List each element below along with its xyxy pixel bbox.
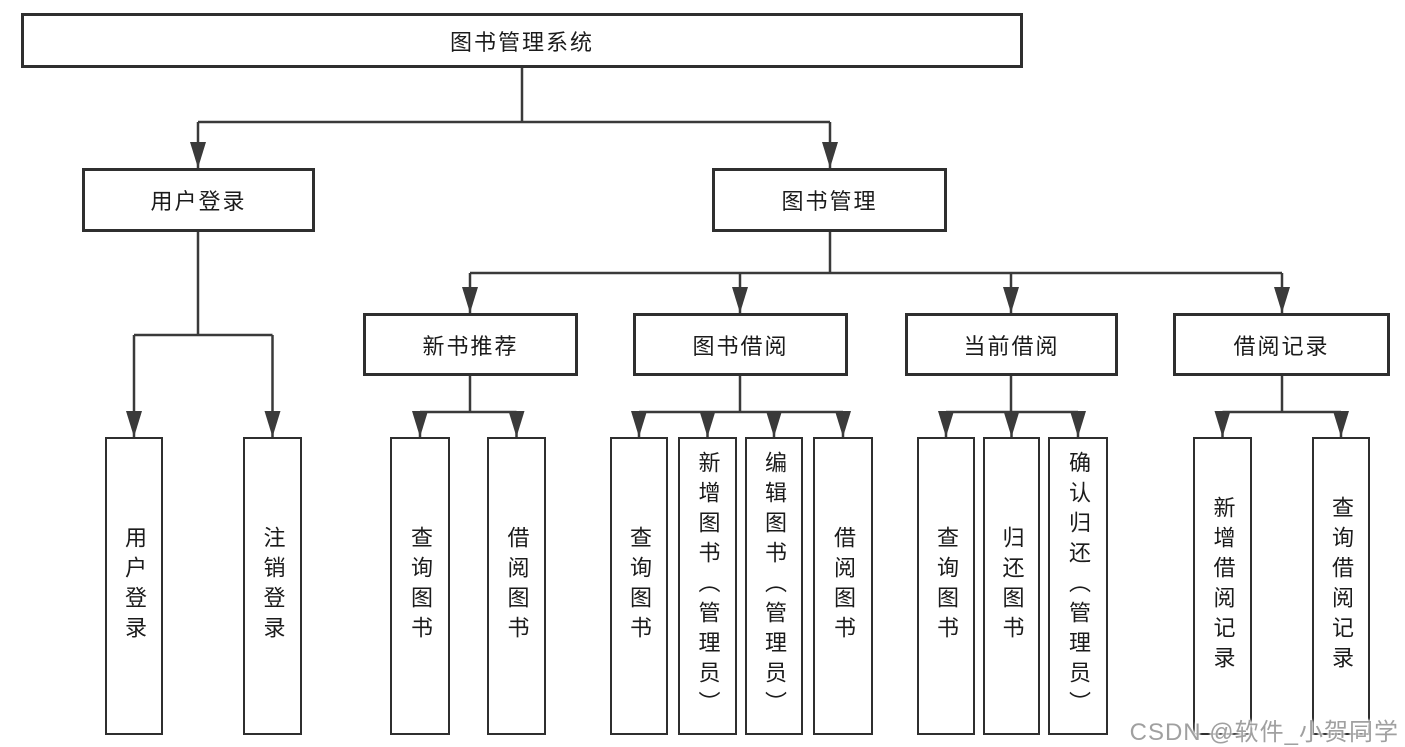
leaf-edit-book-admin: 编辑图书（管理员） xyxy=(745,437,803,735)
node-label: 图书管理系统 xyxy=(449,29,594,55)
leaf-borrow-books-2: 借阅图书 xyxy=(813,437,873,735)
node-label: 借阅图书 xyxy=(831,526,856,646)
node-new-book-recommend: 新书推荐 xyxy=(363,313,578,376)
watermark: CSDN @软件_小贺同学 xyxy=(1129,719,1399,746)
node-label: 确认归还（管理员） xyxy=(1066,451,1091,721)
node-borrowing-records: 借阅记录 xyxy=(1173,313,1390,376)
leaf-return-book: 归还图书 xyxy=(983,437,1040,735)
node-root-library-system: 图书管理系统 xyxy=(21,13,1023,68)
node-label: 新增图书（管理员） xyxy=(695,451,721,721)
leaf-add-borrow-record: 新增借阅记录 xyxy=(1193,437,1252,735)
node-label: 归还图书 xyxy=(999,526,1025,646)
node-label: 查询图书 xyxy=(408,526,433,646)
leaf-logout: 注销登录 xyxy=(243,437,302,735)
node-current-borrowing: 当前借阅 xyxy=(905,313,1118,376)
leaf-confirm-return-admin: 确认归还（管理员） xyxy=(1048,437,1108,735)
node-label: 查询图书 xyxy=(627,526,652,646)
leaf-user-login: 用户登录 xyxy=(105,437,163,735)
node-label: 当前借阅 xyxy=(963,333,1060,359)
leaf-query-books-2: 查询图书 xyxy=(610,437,668,735)
node-book-management: 图书管理 xyxy=(712,168,947,232)
node-label: 新书推荐 xyxy=(422,333,519,359)
node-label: 编辑图书（管理员） xyxy=(762,451,787,721)
leaf-query-borrow-record: 查询借阅记录 xyxy=(1312,437,1370,735)
leaf-query-books-3: 查询图书 xyxy=(917,437,975,735)
node-label: 借阅记录 xyxy=(1233,333,1330,359)
node-label: 查询图书 xyxy=(934,526,959,646)
node-label: 查询借阅记录 xyxy=(1329,496,1354,676)
node-label: 注销登录 xyxy=(260,526,286,646)
leaf-borrow-books-1: 借阅图书 xyxy=(487,437,546,735)
node-label: 新增借阅记录 xyxy=(1210,496,1236,676)
node-label: 借阅图书 xyxy=(504,526,530,646)
node-user-login: 用户登录 xyxy=(82,168,315,232)
node-label: 用户登录 xyxy=(122,526,147,646)
node-label: 图书管理 xyxy=(781,189,878,214)
leaf-add-book-admin: 新增图书（管理员） xyxy=(678,437,737,735)
node-book-borrowing: 图书借阅 xyxy=(633,313,848,376)
node-label: 用户登录 xyxy=(150,189,247,214)
leaf-query-books-1: 查询图书 xyxy=(390,437,450,735)
node-label: 图书借阅 xyxy=(692,333,789,359)
